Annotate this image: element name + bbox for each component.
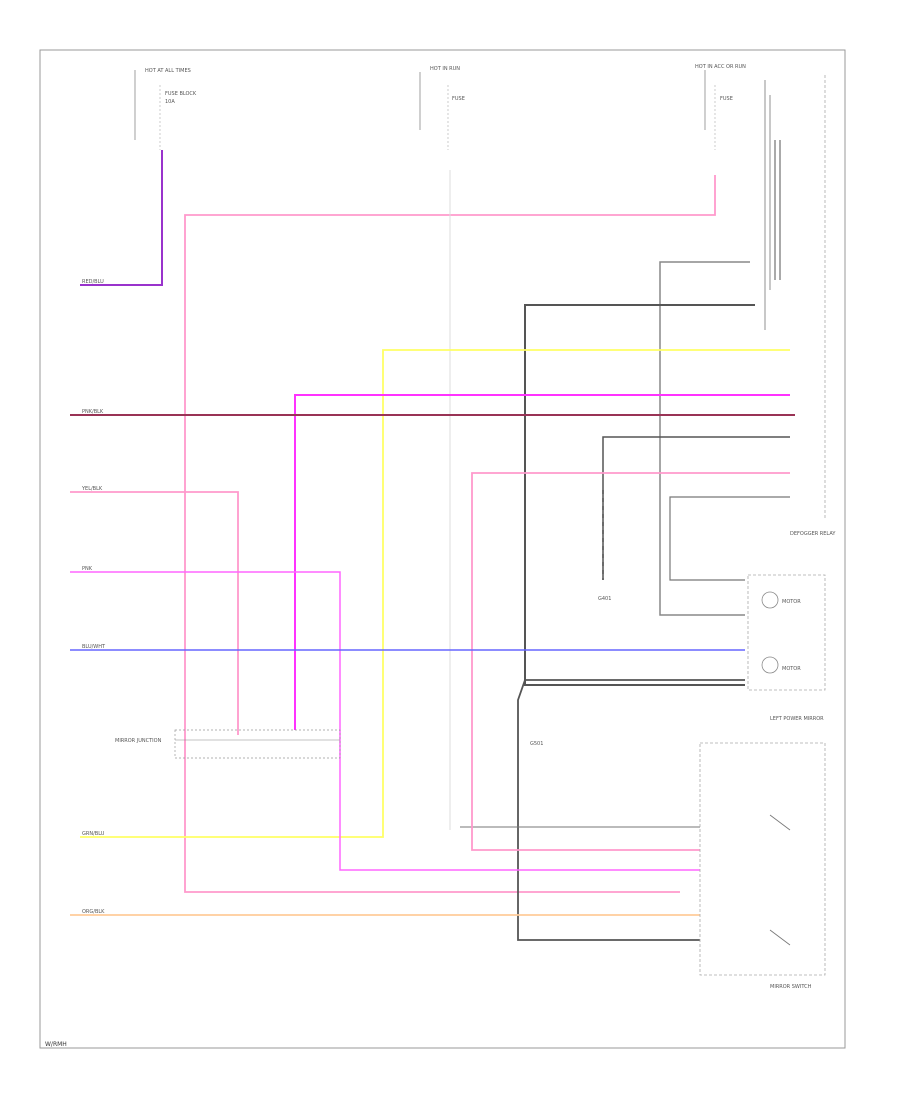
wire-label-blu-wht: BLU/WHT [82,644,106,650]
left-power-mirror: MOTOR MOTOR LEFT POWER MIRROR [747,574,826,722]
wire-label-grn-blu: GRN/BLU [82,831,105,837]
defogger-relay-label: DEFOGGER RELAY [790,531,836,537]
fuse-middle: HOT IN RUN FUSE [419,66,465,150]
wire-magenta-top [294,394,790,730]
wire-label-org-blk: ORG/BLK [82,909,105,915]
wire-magenta-left [70,571,700,871]
wire-yellow [80,349,790,838]
left-power-mirror-label: LEFT POWER MIRROR [770,716,824,722]
wire-label-red-blu: RED/BLU [82,279,104,285]
mirror-junction-connector: MIRROR JUNCTION [115,729,341,759]
motor-lr-icon [761,656,779,674]
ground-g401: G401 [598,596,611,602]
wire-gray-5 [669,496,790,581]
mirror-switch-label: MIRROR SWITCH [770,984,812,990]
motor-lr-label: MOTOR [782,666,801,672]
wire-pink-left [70,491,239,735]
fuse-left: HOT AT ALL TIMES FUSE BLOCK 10A [134,68,197,150]
fuse-text-right: FUSE [720,96,733,102]
wire-gray-6 [517,679,745,941]
diagram-border [39,49,846,1049]
wire-gray-2 [524,304,750,686]
fuse-label-left: HOT AT ALL TIMES [145,68,191,74]
wire-gray-1 [659,261,750,616]
wire-pink-top [184,175,716,893]
wire-pink-mid [471,472,790,851]
mirror-switch: MIRROR SWITCH [699,742,826,990]
fuse-right: HOT IN ACC OR RUN FUSE [695,64,746,150]
ground-g501: G501 [530,741,543,747]
fuse-text-middle: FUSE [452,96,465,102]
wire-label-pnk-blk: PNK/BLK [82,409,104,415]
fuse-label-middle: HOT IN RUN [430,66,460,72]
footer-label: W/RMH [45,1041,67,1048]
wire-label-pnk: PNK [82,566,93,572]
wire-label-yel-blk: YEL/BLK [81,486,103,492]
motor-up-icon [761,591,779,609]
motor-up-label: MOTOR [782,599,801,605]
fuse-label-right: HOT IN ACC OR RUN [695,64,746,70]
wire-gray-4 [602,436,790,580]
mirror-junction-label: MIRROR JUNCTION [115,738,162,744]
fuse-amp-left: 10A [165,99,175,105]
wire-purple-top [80,150,163,286]
fuse-text-left: FUSE BLOCK [165,91,197,97]
